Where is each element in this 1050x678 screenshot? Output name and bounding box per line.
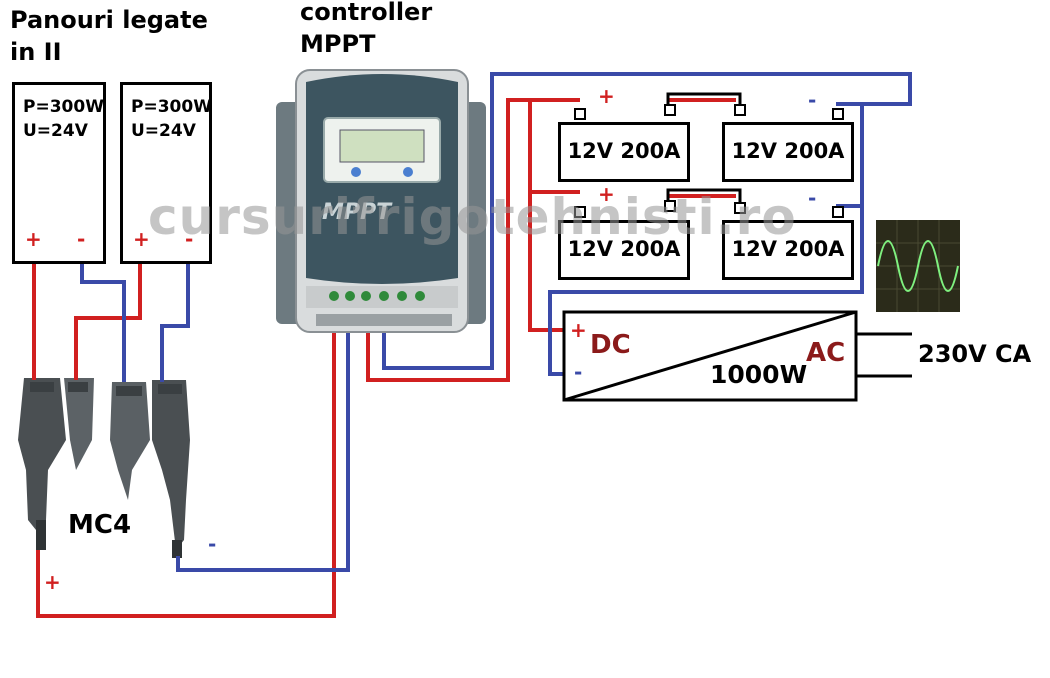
panel-1-plus: + bbox=[25, 227, 42, 251]
inverter-plus-sign: + bbox=[570, 318, 587, 342]
battery-3-minus-terminal bbox=[664, 200, 676, 212]
ac-output-label: 230V CA bbox=[918, 340, 1032, 368]
inverter-ac-label: AC bbox=[806, 338, 846, 368]
battery-2-label: 12V 200A bbox=[731, 139, 845, 163]
panel-2-minus: - bbox=[185, 227, 194, 251]
mc4-connector-left bbox=[18, 378, 94, 550]
battery-2: 12V 200A bbox=[722, 122, 854, 182]
controller-title: controller MPPT bbox=[300, 0, 432, 60]
solar-panel-2: P=300W U=24V + - bbox=[120, 82, 212, 264]
panels-title-line2: in II bbox=[10, 38, 62, 66]
mc4-label: MC4 bbox=[68, 510, 132, 540]
battery-row1-plus-sign: + bbox=[598, 84, 615, 108]
inverter-dc-label: DC bbox=[590, 330, 631, 360]
battery-row2-minus-sign: - bbox=[808, 186, 817, 210]
battery-4: 12V 200A bbox=[722, 220, 854, 280]
panels-title-line1: Panouri legate bbox=[10, 6, 208, 34]
mc4-minus-sign: - bbox=[208, 532, 217, 556]
panel-1-minus: - bbox=[77, 227, 86, 251]
panel-2-plus: + bbox=[133, 227, 150, 251]
battery-4-plus-terminal bbox=[734, 202, 746, 214]
panel-1-power: P=300W bbox=[23, 97, 104, 117]
controller-title-line2: MPPT bbox=[300, 30, 376, 58]
ac-output-wires bbox=[856, 332, 912, 378]
mc4-connector-right bbox=[110, 380, 190, 558]
inverter-power-label: 1000W bbox=[710, 360, 808, 389]
sine-wave-thumbnail bbox=[876, 220, 960, 312]
battery-1-minus-terminal bbox=[664, 104, 676, 116]
panel-1-specs: P=300W U=24V bbox=[23, 95, 104, 143]
battery-3-plus-terminal bbox=[574, 206, 586, 218]
mppt-controller bbox=[276, 69, 486, 333]
panels-title: Panouri legate in II bbox=[10, 4, 208, 68]
controller-face-text: MPPT bbox=[322, 200, 392, 225]
battery-4-label: 12V 200A bbox=[731, 237, 845, 261]
battery-links bbox=[666, 92, 742, 202]
controller-title-line1: controller bbox=[300, 0, 433, 26]
battery-row2-plus-sign: + bbox=[598, 182, 615, 206]
battery-4-minus-terminal bbox=[832, 206, 844, 218]
battery-1-label: 12V 200A bbox=[567, 139, 681, 163]
watermark: cursurifrigotehnisti.ro bbox=[148, 188, 797, 246]
positive-wires bbox=[32, 98, 736, 618]
battery-3: 12V 200A bbox=[558, 220, 690, 280]
solar-panel-1: P=300W U=24V + - bbox=[12, 82, 106, 264]
negative-wires bbox=[80, 72, 912, 572]
battery-1: 12V 200A bbox=[558, 122, 690, 182]
battery-1-plus-terminal bbox=[574, 108, 586, 120]
battery-3-label: 12V 200A bbox=[567, 237, 681, 261]
battery-2-minus-terminal bbox=[832, 108, 844, 120]
panel-2-voltage: U=24V bbox=[131, 121, 196, 141]
mc4-plus-sign: + bbox=[44, 570, 61, 594]
panel-1-voltage: U=24V bbox=[23, 121, 88, 141]
panel-2-specs: P=300W U=24V bbox=[131, 95, 212, 143]
battery-2-plus-terminal bbox=[734, 104, 746, 116]
panel-2-power: P=300W bbox=[131, 97, 212, 117]
battery-row1-minus-sign: - bbox=[808, 88, 817, 112]
inverter-minus-sign: - bbox=[574, 360, 583, 384]
inverter-box bbox=[562, 310, 858, 402]
